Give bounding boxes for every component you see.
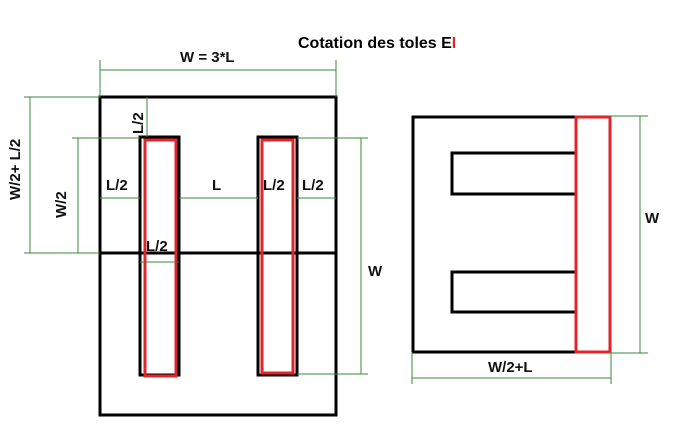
- top-width-label: W = 3*L: [180, 49, 235, 66]
- i-lamination-highlight: [574, 115, 612, 354]
- e-lamination-outline: [411, 115, 578, 354]
- diagram-title: Cotation des toles EI: [298, 35, 456, 52]
- left-assembly: [98, 95, 338, 417]
- ei-width-label: W/2+L: [488, 359, 533, 376]
- inner-left-label: W/2: [53, 191, 70, 218]
- right-window-outline: [256, 135, 299, 377]
- right-dimensions: W W/2+L: [411, 115, 660, 384]
- title-accent: I: [452, 35, 456, 52]
- right-leg-highlight: [260, 138, 295, 375]
- middle-gap-label: L: [212, 177, 221, 194]
- outer-left-label: W/2+ L/2: [7, 139, 24, 200]
- right-margin-label: L/2: [302, 177, 324, 194]
- lower-small-label: L/2: [146, 238, 168, 255]
- left-dimensions: W = 3*L W/2+ L/2 W/2 L/2 L/2 L L/2 L/2 L…: [7, 49, 383, 375]
- title-main: Cotation des toles E: [298, 35, 452, 52]
- window-left-label: L/2: [263, 177, 285, 194]
- left-leg-highlight: [143, 138, 178, 378]
- right-assembly: [411, 115, 612, 354]
- slot-top-label: L/2: [130, 112, 147, 134]
- outer-core-outline: [98, 95, 338, 417]
- left-margin-label: L/2: [106, 177, 128, 194]
- right-height-label: W: [368, 263, 383, 280]
- ei-height-label: W: [645, 210, 660, 227]
